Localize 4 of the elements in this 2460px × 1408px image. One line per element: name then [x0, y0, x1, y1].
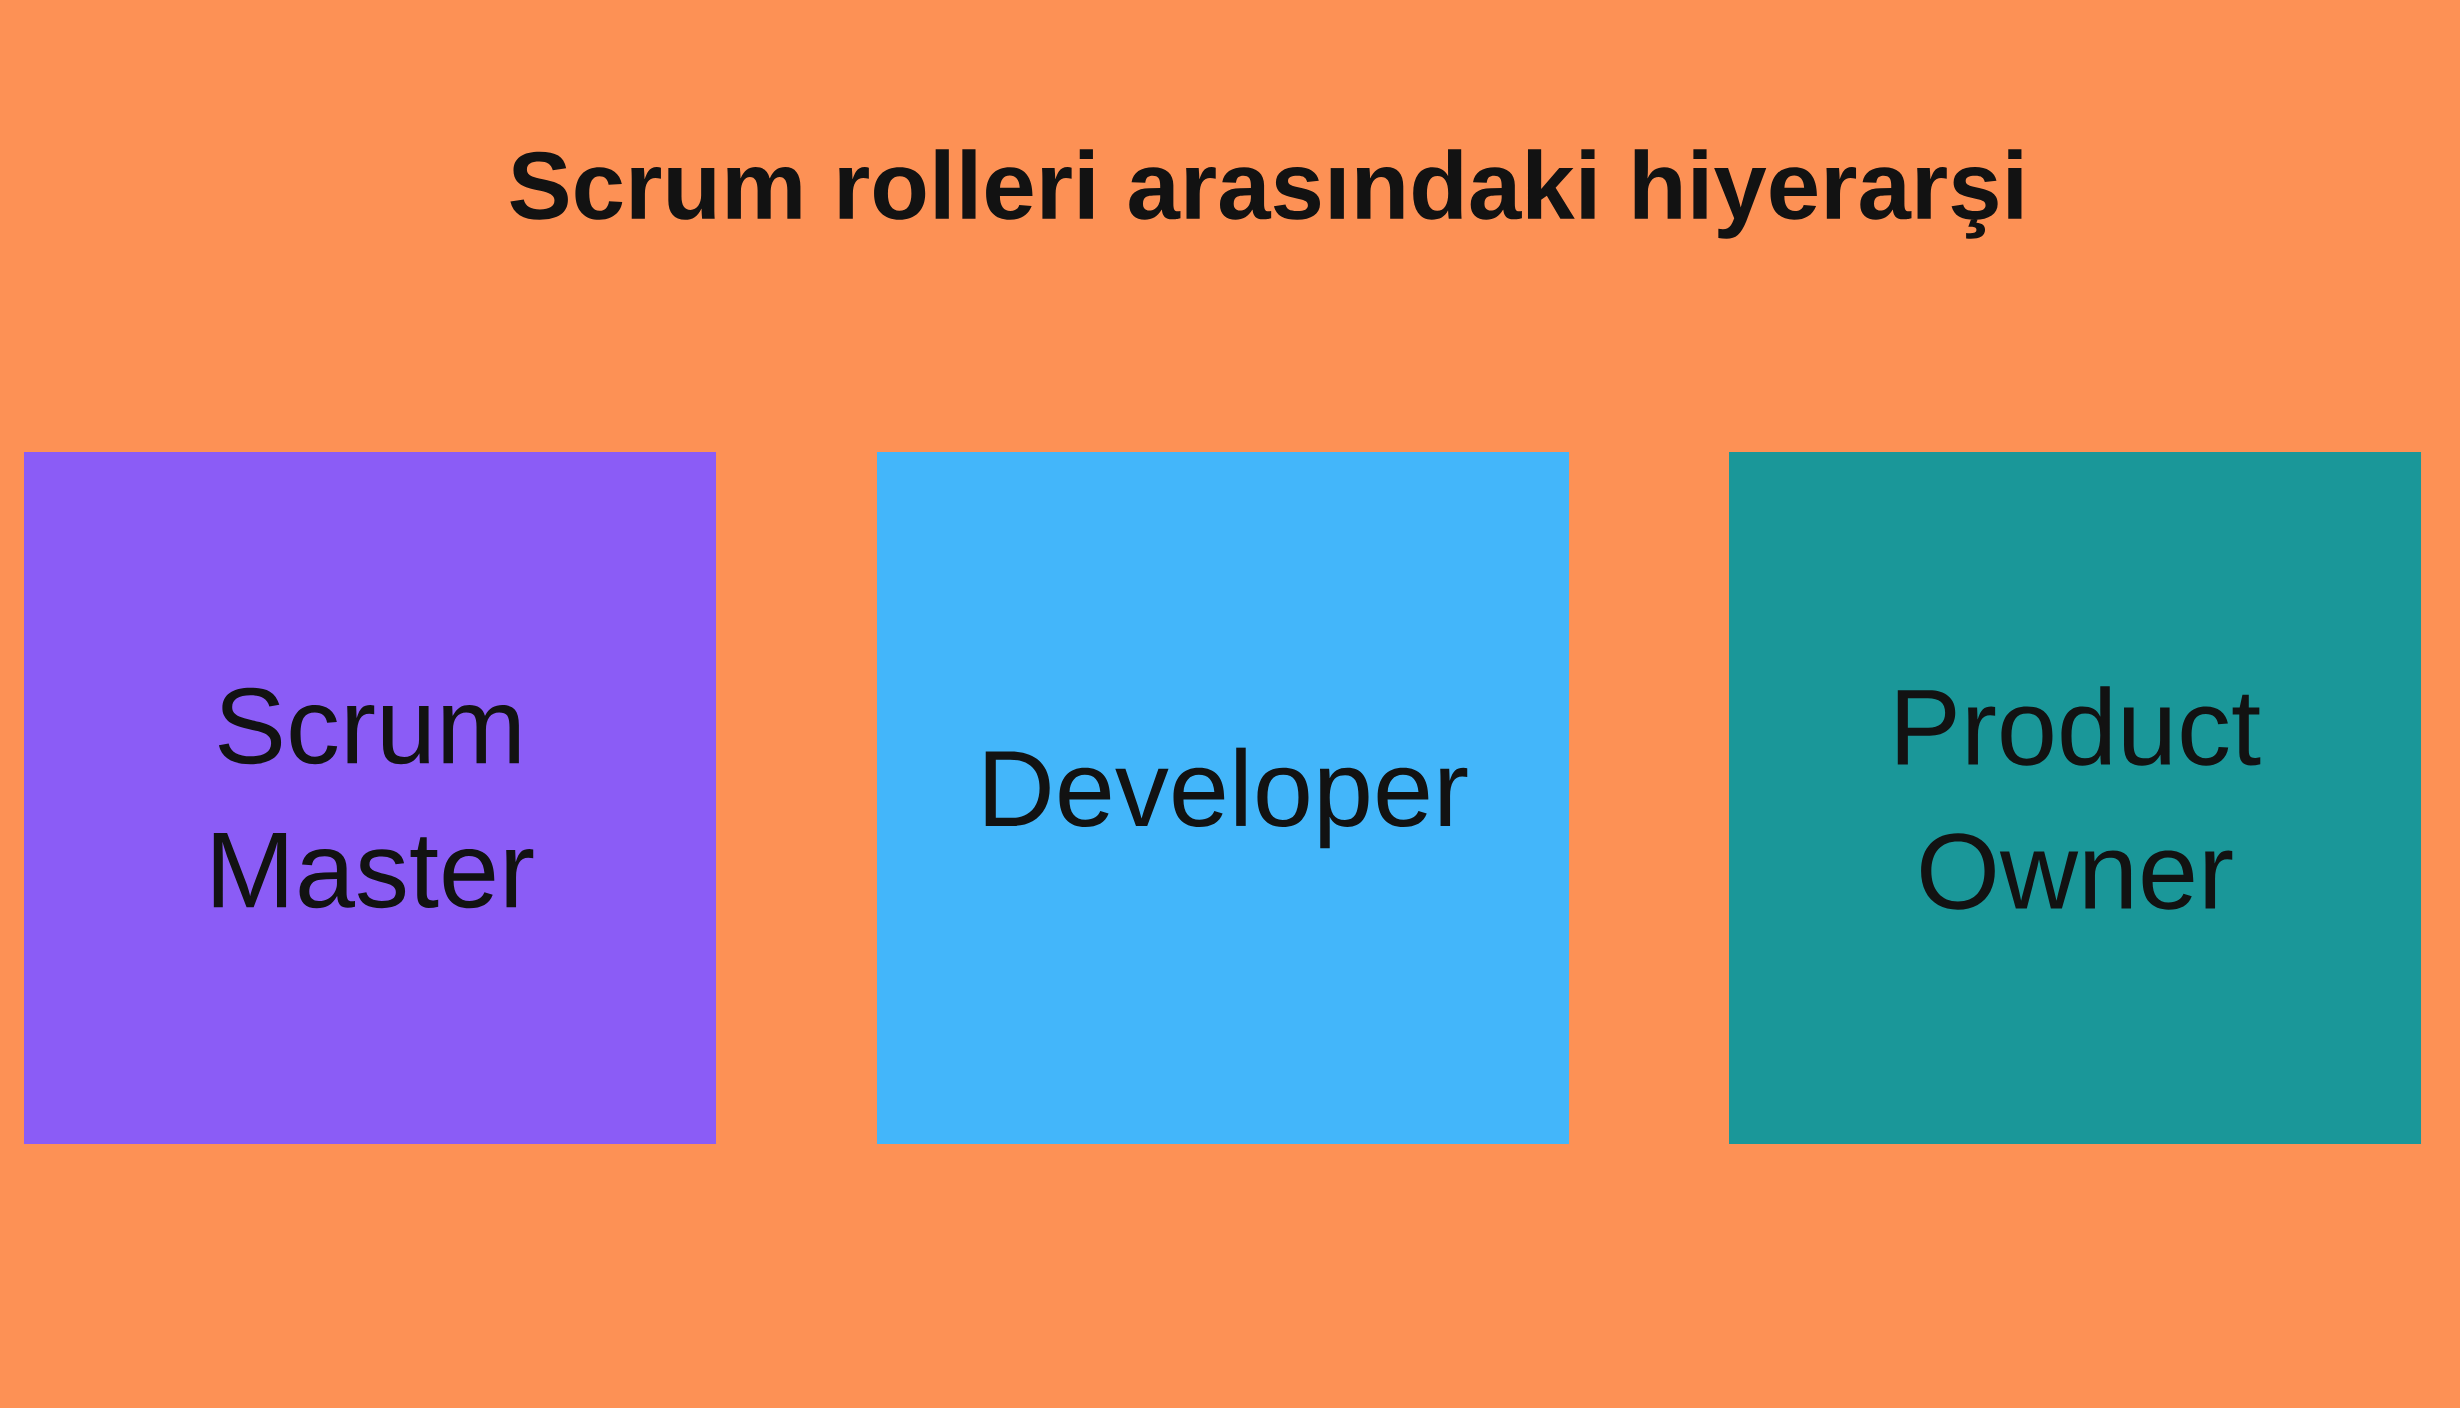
- role-box: Product Owner: [1729, 452, 2422, 1144]
- title: Scrum rolleri arasındaki hiyerarşi: [510, 149, 2022, 239]
- role-box: Developer: [877, 452, 1569, 1144]
- role-box: Scrum Master: [24, 452, 716, 1144]
